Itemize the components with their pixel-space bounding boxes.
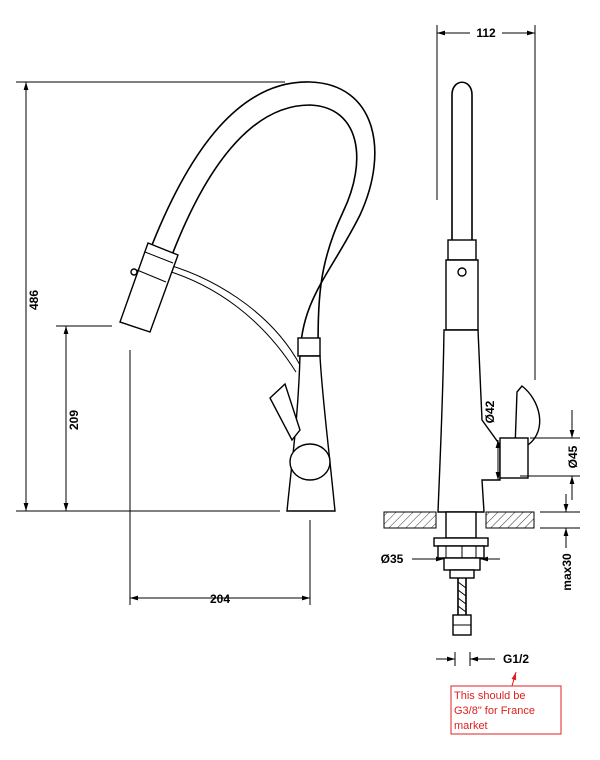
annotation-note: This should be G3/8" for France market bbox=[450, 671, 562, 735]
dim-max30-label: max30 bbox=[560, 553, 574, 591]
dim-d35-label: Ø35 bbox=[381, 552, 404, 566]
mounting-nut bbox=[437, 545, 485, 559]
connector-fitting bbox=[443, 557, 481, 571]
mounting-shank bbox=[445, 511, 477, 539]
gooseneck-outer bbox=[151, 81, 376, 361]
dim-d45-label: Ø45 bbox=[566, 445, 580, 468]
note-box bbox=[450, 685, 562, 735]
dim-209-label: 209 bbox=[67, 410, 81, 430]
note-line-1: This should be bbox=[454, 690, 526, 702]
side-spray-button-icon bbox=[457, 267, 467, 277]
countertop-left bbox=[383, 511, 437, 529]
hose-collar bbox=[297, 337, 321, 357]
dim-486-label: 486 bbox=[27, 290, 41, 310]
note-arrow bbox=[511, 671, 517, 687]
side-view: 112 Ø42 Ø45 bbox=[381, 24, 580, 666]
dim-112-label: 112 bbox=[476, 26, 496, 40]
handle-hub bbox=[289, 443, 331, 481]
dim-g12-label: G1/2 bbox=[503, 652, 529, 666]
mounting-plate bbox=[433, 537, 489, 547]
countertop-right bbox=[485, 511, 535, 529]
spray-head bbox=[119, 242, 179, 333]
side-cartridge bbox=[499, 437, 529, 479]
dim-d42-label: Ø42 bbox=[483, 400, 497, 423]
pulldown-guide bbox=[157, 261, 301, 366]
spray-button-icon bbox=[130, 268, 138, 276]
front-view: 486 209 204 bbox=[16, 81, 376, 606]
side-spout-tube bbox=[451, 81, 473, 240]
braided-hose bbox=[457, 578, 467, 615]
pulldown-guide-inner bbox=[164, 269, 297, 373]
side-collar bbox=[447, 239, 477, 261]
hose-nut bbox=[449, 569, 475, 579]
dim-204-label: 204 bbox=[210, 592, 230, 606]
lever-handle bbox=[269, 382, 301, 442]
gooseneck-inner bbox=[171, 104, 358, 361]
note-line-3: market bbox=[454, 720, 488, 732]
note-line-2: G3/8" for France bbox=[454, 705, 535, 717]
